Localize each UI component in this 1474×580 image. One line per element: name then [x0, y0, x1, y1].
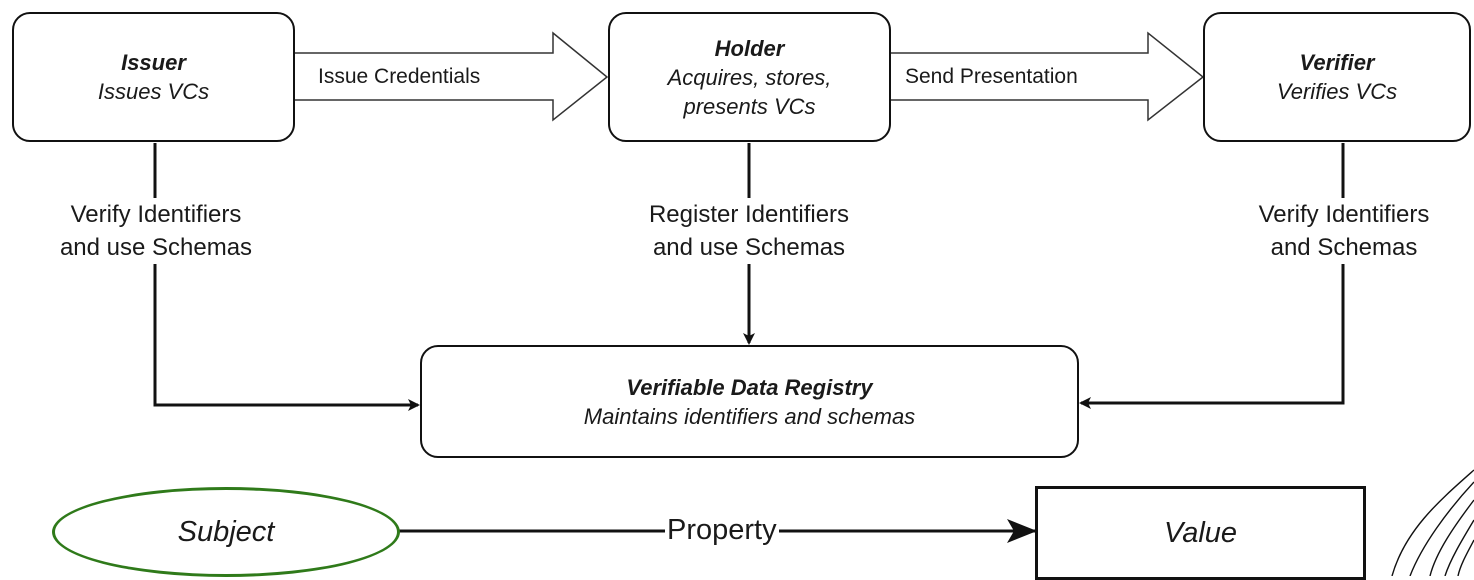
holder-title: Holder	[714, 35, 785, 61]
verifier-registry-label-line1: Verify Identifiers	[1258, 201, 1430, 228]
verifier-node: Verifier Verifies VCs	[1203, 12, 1471, 142]
registry-node: Verifiable Data Registry Maintains ident…	[420, 345, 1079, 458]
verifier-registry-label-line2: and Schemas	[1270, 234, 1418, 261]
issuer-registry-label-line1: Verify Identifiers	[70, 201, 242, 228]
issuer-registry-label-line2: and use Schemas	[59, 234, 253, 261]
holder-registry-label: Register Identifiers and use Schemas	[600, 198, 898, 264]
issuer-registry-label: Verify Identifiers and use Schemas	[20, 198, 292, 264]
registry-subtitle: Maintains identifiers and schemas	[583, 403, 916, 429]
verifier-subtitle: Verifies VCs	[1276, 79, 1398, 104]
value-box: Value	[1035, 486, 1366, 580]
verifier-registry-label: Verify Identifiers and Schemas	[1222, 198, 1466, 264]
issuer-node: Issuer Issues VCs	[12, 12, 295, 142]
property-label: Property	[665, 513, 779, 547]
send-presentation-arrow	[888, 31, 1205, 122]
holder-registry-label-line2: and use Schemas	[652, 234, 846, 261]
issue-credentials-label: Issue Credentials	[318, 65, 481, 88]
holder-subtitle-line2: presents VCs	[683, 93, 816, 119]
issuer-subtitle: Issues VCs	[97, 79, 210, 104]
verifier-title: Verifier	[1299, 50, 1375, 75]
holder-node: Holder Acquires, stores, presents VCs	[608, 12, 891, 142]
registry-title: Verifiable Data Registry	[626, 374, 873, 400]
issuer-title: Issuer	[121, 50, 186, 75]
issuer-registry-connector	[153, 143, 420, 411]
verifier-registry-connector	[1079, 143, 1345, 409]
holder-registry-label-line1: Register Identifiers	[648, 201, 850, 228]
issue-credentials-arrow	[293, 31, 609, 122]
send-presentation-label: Send Presentation	[905, 65, 1078, 88]
holder-subtitle-line1: Acquires, stores,	[667, 64, 832, 90]
subject-ellipse: Subject	[52, 487, 400, 577]
scribble-marks	[1391, 469, 1474, 576]
